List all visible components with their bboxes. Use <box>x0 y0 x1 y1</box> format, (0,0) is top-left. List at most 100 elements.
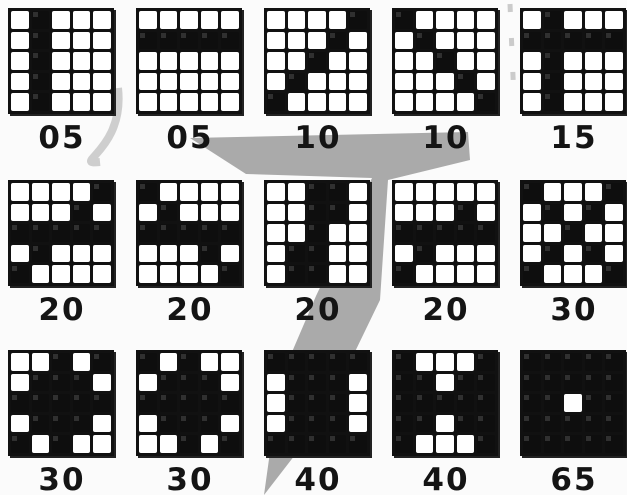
empty-cell <box>436 245 454 263</box>
filled-cell <box>436 224 454 242</box>
filled-cell <box>416 394 434 412</box>
empty-cell <box>201 204 219 222</box>
empty-cell <box>457 93 475 111</box>
empty-cell <box>221 374 239 392</box>
filled-cell <box>139 353 157 371</box>
empty-cell <box>221 11 239 29</box>
filled-cell <box>221 265 239 283</box>
pattern-card: 30 <box>132 350 248 495</box>
filled-cell <box>32 415 50 433</box>
filled-cell <box>544 374 562 392</box>
filled-cell <box>436 394 454 412</box>
filled-cell <box>544 204 562 222</box>
filled-cell <box>32 224 50 242</box>
empty-cell <box>52 93 70 111</box>
empty-cell <box>11 415 29 433</box>
empty-cell <box>32 353 50 371</box>
empty-cell <box>349 394 367 412</box>
empty-cell <box>457 245 475 263</box>
pattern-card: 40 <box>388 350 504 495</box>
empty-cell <box>73 265 91 283</box>
empty-cell <box>221 183 239 201</box>
filled-cell <box>523 183 541 201</box>
filled-cell <box>416 224 434 242</box>
empty-cell <box>221 204 239 222</box>
filled-cell <box>457 204 475 222</box>
empty-cell <box>139 73 157 91</box>
empty-cell <box>180 11 198 29</box>
filled-cell <box>564 353 582 371</box>
filled-cell <box>93 183 111 201</box>
filled-cell <box>139 394 157 412</box>
filled-cell <box>477 353 495 371</box>
filled-cell <box>564 374 582 392</box>
filled-cell <box>544 93 562 111</box>
empty-cell <box>32 265 50 283</box>
filled-cell <box>605 183 623 201</box>
filled-cell <box>605 435 623 453</box>
pattern-grid <box>392 180 498 286</box>
filled-cell <box>52 353 70 371</box>
filled-cell <box>32 73 50 91</box>
filled-cell <box>288 353 306 371</box>
empty-cell <box>52 73 70 91</box>
pattern-grid <box>136 350 242 456</box>
empty-cell <box>201 435 219 453</box>
filled-cell <box>416 415 434 433</box>
empty-cell <box>180 204 198 222</box>
filled-cell <box>11 224 29 242</box>
filled-cell <box>544 52 562 70</box>
empty-cell <box>221 353 239 371</box>
filled-cell <box>288 245 306 263</box>
empty-cell <box>457 11 475 29</box>
empty-cell <box>267 32 285 50</box>
filled-cell <box>395 224 413 242</box>
empty-cell <box>605 93 623 111</box>
filled-cell <box>457 224 475 242</box>
filled-cell <box>308 52 326 70</box>
payout-value: 40 <box>388 462 504 495</box>
pattern-card: 30 <box>4 350 120 495</box>
empty-cell <box>605 224 623 242</box>
empty-cell <box>288 183 306 201</box>
empty-cell <box>139 435 157 453</box>
empty-cell <box>329 52 347 70</box>
empty-cell <box>308 32 326 50</box>
filled-cell <box>180 415 198 433</box>
filled-cell <box>73 394 91 412</box>
empty-cell <box>329 224 347 242</box>
payout-value: 15 <box>516 120 627 156</box>
empty-cell <box>564 73 582 91</box>
filled-cell <box>52 415 70 433</box>
empty-cell <box>436 204 454 222</box>
empty-cell <box>267 415 285 433</box>
empty-cell <box>11 52 29 70</box>
filled-cell <box>329 415 347 433</box>
filled-cell <box>436 52 454 70</box>
empty-cell <box>349 52 367 70</box>
filled-cell <box>544 11 562 29</box>
empty-cell <box>180 245 198 263</box>
empty-cell <box>221 93 239 111</box>
filled-cell <box>221 394 239 412</box>
filled-cell <box>73 415 91 433</box>
empty-cell <box>180 183 198 201</box>
pattern-card: 10 <box>388 8 504 168</box>
empty-cell <box>11 93 29 111</box>
filled-cell <box>139 183 157 201</box>
filled-cell <box>201 32 219 50</box>
empty-cell <box>11 374 29 392</box>
filled-cell <box>93 224 111 242</box>
empty-cell <box>160 11 178 29</box>
empty-cell <box>564 183 582 201</box>
empty-cell <box>564 245 582 263</box>
filled-cell <box>288 435 306 453</box>
empty-cell <box>288 32 306 50</box>
filled-cell <box>308 353 326 371</box>
filled-cell <box>564 415 582 433</box>
empty-cell <box>52 204 70 222</box>
filled-cell <box>32 52 50 70</box>
empty-cell <box>457 183 475 201</box>
filled-cell <box>416 32 434 50</box>
empty-cell <box>436 265 454 283</box>
